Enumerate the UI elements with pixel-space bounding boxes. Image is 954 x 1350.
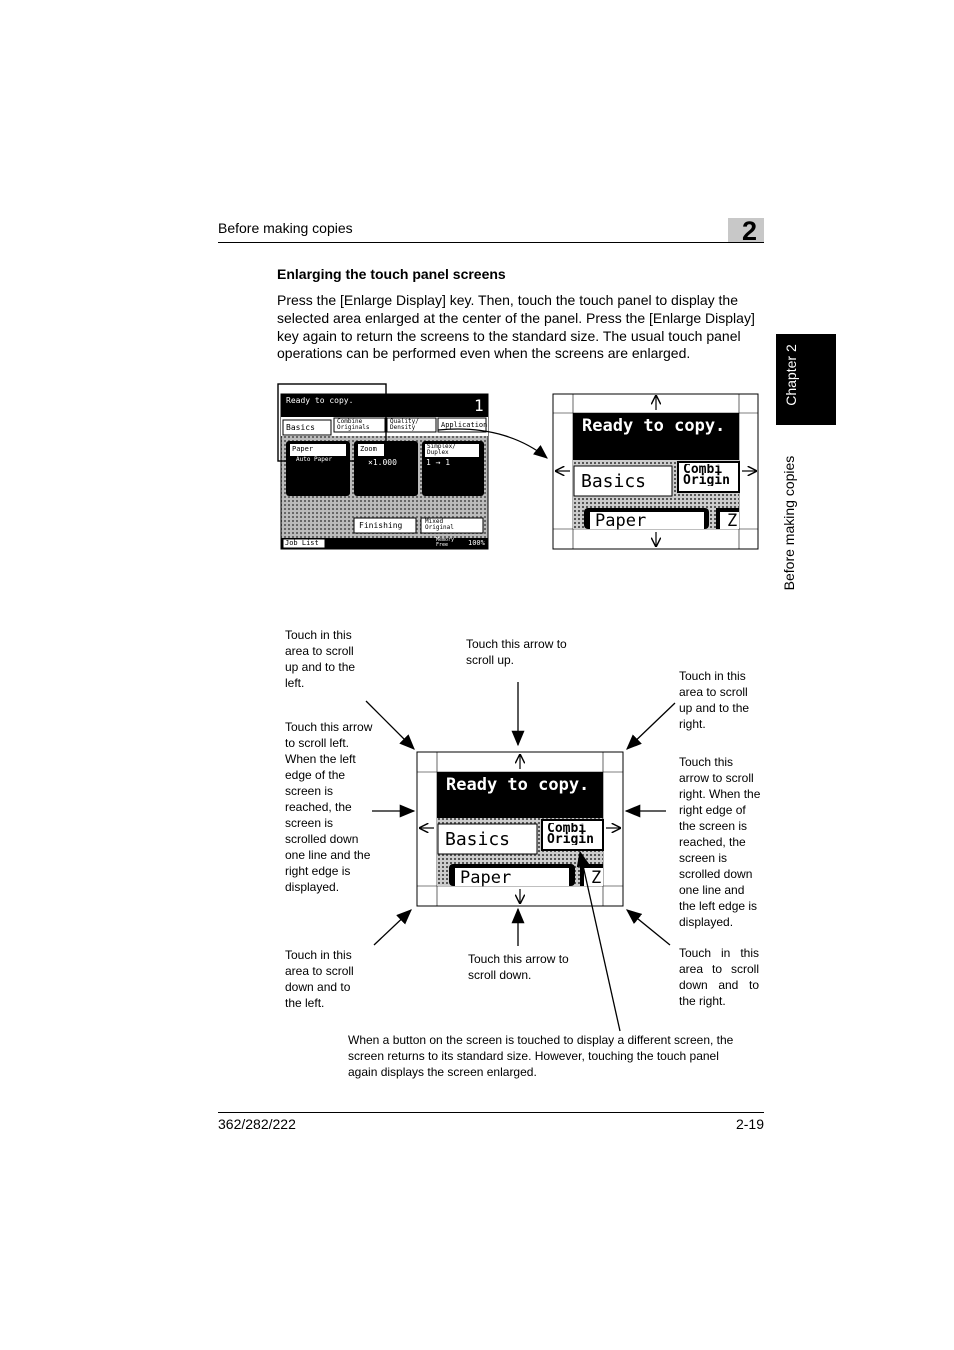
note-up: Touch this arrow to scroll up.	[466, 637, 567, 667]
small-duplex-label: Simplex/ Duplex	[427, 443, 456, 456]
note-down: Touch this arrow to scroll down.	[468, 952, 569, 982]
enlarged-bottom-tab-basics: Basics	[445, 829, 511, 850]
small-count: 1	[474, 396, 484, 415]
note-down-left: Touch in this area to scroll down and to…	[285, 948, 354, 1010]
enlarged-bottom-status: Ready to copy.	[446, 775, 590, 795]
small-tab-quality: Quality/ Density	[390, 418, 419, 431]
chapter-side-tab	[776, 334, 836, 425]
chapter-number: 2	[742, 216, 758, 246]
note-up-left: Touch in this area to scroll up and to t…	[285, 628, 356, 690]
callout-arrows	[365, 682, 676, 1032]
small-memory-value: 100%	[468, 539, 485, 547]
small-touch-panel	[277, 383, 489, 550]
section-body: Press the [Enlarge Display] key. Then, t…	[277, 292, 755, 362]
enlarged-bottom-paper: Paper	[460, 868, 512, 888]
note-right: Touch this arrow to scroll right. When t…	[679, 755, 761, 929]
small-duplex-value: 1 → 1	[426, 458, 451, 467]
footer-model: 362/282/222	[218, 1116, 296, 1132]
small-status-text: Ready to copy.	[286, 396, 354, 405]
small-memory-label: Memory Free	[436, 537, 455, 548]
note-up-right: Touch in this area to scroll up and to t…	[679, 669, 750, 731]
chapter-number-box	[728, 218, 764, 242]
enlarged-top-paper: Paper	[595, 511, 647, 531]
enlarged-bottom-zoom: Z	[591, 868, 602, 888]
small-job-list: Job List	[285, 539, 319, 547]
section-title: Enlarging the touch panel screens	[277, 266, 506, 282]
enlarge-connector-arrow	[437, 428, 548, 459]
small-finishing: Finishing	[359, 521, 403, 530]
footer-page-number: 2-19	[735, 1116, 764, 1132]
small-mixed-original: Mixed Original	[425, 518, 454, 531]
enlarged-preview-top	[552, 393, 759, 550]
footer-rule	[218, 1112, 764, 1113]
small-tab-basics: Basics	[286, 423, 315, 432]
enlarged-top-zoom: Z	[727, 511, 738, 531]
small-paper-value: Auto Paper	[296, 456, 333, 463]
header-rule	[218, 242, 764, 243]
small-paper-label: Paper	[292, 445, 314, 453]
running-header: Before making copies	[218, 220, 353, 236]
small-zoom-value: ×1.000	[368, 458, 397, 467]
small-tab-combine: Combine Originals	[337, 418, 370, 431]
enlarged-top-status: Ready to copy.	[582, 416, 726, 436]
note-left: Touch this arrow to scroll left. When th…	[285, 720, 373, 894]
small-zoom-label: Zoom	[360, 445, 377, 453]
enlarged-top-tab-basics: Basics	[581, 471, 647, 492]
note-down-right: Touch in this area to scroll down and to…	[679, 946, 759, 1008]
small-tab-application: Application	[441, 421, 488, 429]
note-bottom: When a button on the screen is touched t…	[348, 1033, 734, 1079]
